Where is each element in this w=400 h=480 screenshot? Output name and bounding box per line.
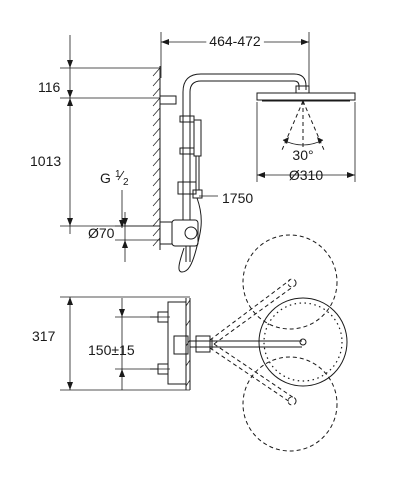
plan-view: 317 150±15 xyxy=(32,234,348,452)
swivel-angle-indicator: 30° xyxy=(281,100,325,163)
rosette-diameter-label: Ø70 xyxy=(88,225,115,241)
riser-pipe-and-arm xyxy=(182,73,307,220)
swivel-arm-positions xyxy=(209,278,297,406)
arm-length-label-backing xyxy=(206,33,264,49)
side-elevation-view: 464-472 116 1013 xyxy=(30,32,356,273)
shower-head-swivel-lower xyxy=(242,356,338,452)
thermostat-mixer-side xyxy=(159,219,199,262)
hose-length-label: 1750 xyxy=(222,190,253,206)
arm-length-dimension: 464-472 xyxy=(161,33,309,49)
shower-hose xyxy=(178,197,202,273)
column-height-label: 1013 xyxy=(30,153,61,169)
thread-letter: G xyxy=(100,170,111,186)
top-height-label: 116 xyxy=(38,79,61,95)
wall-bracket-top xyxy=(159,95,177,105)
swivel-angle-label: 30° xyxy=(292,147,313,163)
shower-head-plan xyxy=(258,297,348,387)
head-diameter-dimension: Ø310 xyxy=(256,102,356,183)
head-diameter-label: Ø310 xyxy=(289,167,323,183)
wall xyxy=(152,66,161,250)
depth-dimension: 317 xyxy=(32,296,190,391)
vertical-dimension-chain: 116 1013 xyxy=(30,35,160,234)
depth-label: 317 xyxy=(32,328,56,344)
shower-head-side xyxy=(256,85,356,102)
connection-spacing-label: 150±15 xyxy=(88,342,135,358)
rosette-diameter-dimension: Ø70 xyxy=(88,212,160,262)
arm-plan xyxy=(190,335,302,353)
hose-length-dimension: 1750 xyxy=(199,190,253,206)
thread-fraction-numerator: 1 xyxy=(115,169,121,180)
thread-fraction-denominator: 2 xyxy=(123,177,129,188)
connection-spacing-dimension: 150±15 xyxy=(88,298,170,390)
shower-head-nozzle-ring xyxy=(263,302,343,382)
arm-length-label: 464-472 xyxy=(209,33,261,49)
shower-head-swivel-upper xyxy=(242,234,338,330)
hand-shower xyxy=(177,115,203,199)
shower-head-center xyxy=(299,338,307,346)
thermostat-mixer-plan xyxy=(150,301,189,385)
